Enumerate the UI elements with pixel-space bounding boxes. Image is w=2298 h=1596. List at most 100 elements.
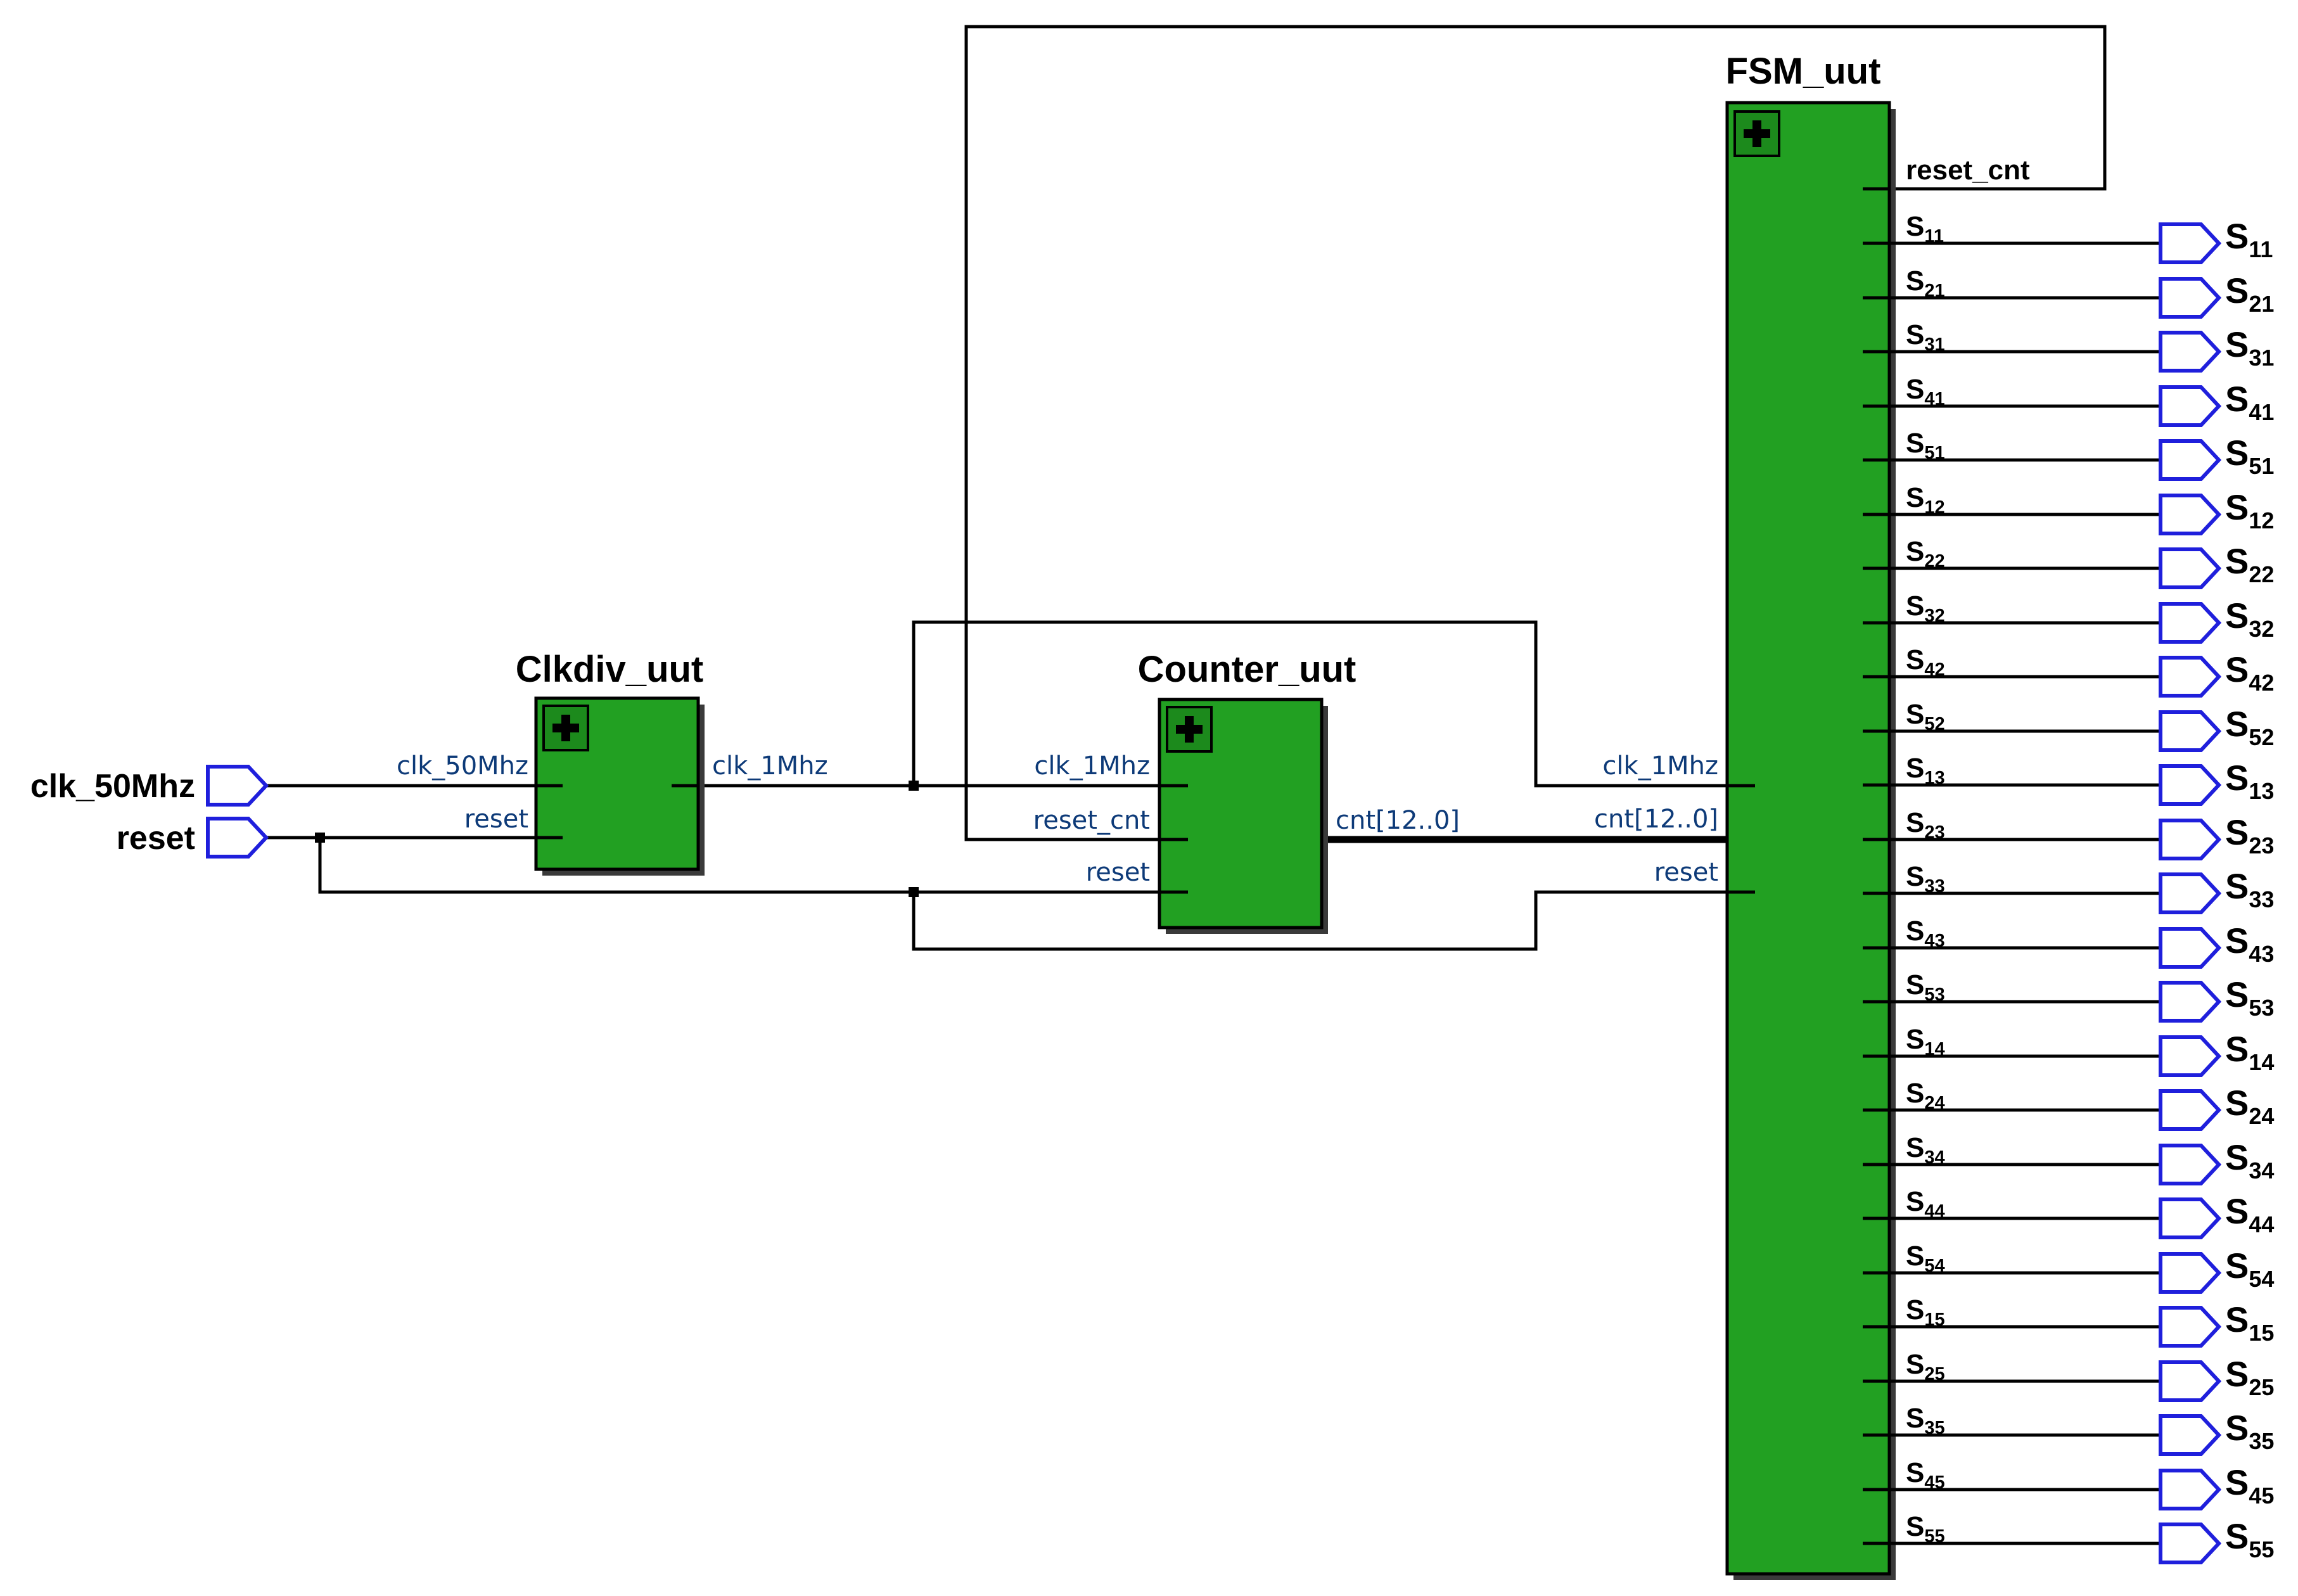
input-pin-icon xyxy=(206,765,269,807)
fsm-output-54: S54 S54 xyxy=(1863,1241,2274,1294)
port-label: clk_1Mhz xyxy=(1034,751,1150,781)
output-pin-label: S15 xyxy=(2225,1299,2274,1346)
block-title: FSM_uut xyxy=(1726,51,1881,92)
output-pin-icon xyxy=(2159,819,2222,860)
fsm-output-24: S24 S24 xyxy=(1863,1078,2274,1131)
block-fsm[interactable]: FSM_uut clk_1Mhz cnt[12..0] reset reset_… xyxy=(1594,51,2030,1580)
output-pin-label: S41 xyxy=(2225,379,2274,425)
output-pin-icon xyxy=(2159,277,2222,319)
junction-reset-counter xyxy=(909,887,919,897)
output-pin-icon xyxy=(2159,1089,2222,1131)
output-pin-icon xyxy=(2159,1144,2222,1185)
output-pin-label: S51 xyxy=(2225,433,2274,479)
port-label: S25 xyxy=(1906,1349,1945,1384)
wire-reset-branch xyxy=(318,838,1188,894)
port-label: S54 xyxy=(1906,1241,1945,1276)
fsm-output-55: S55 S55 xyxy=(1863,1511,2274,1564)
output-pin-icon xyxy=(2159,1469,2222,1510)
junction-reset xyxy=(315,833,325,843)
port-label: clk_1Mhz xyxy=(712,751,828,781)
port-label-reset-cnt: reset_cnt xyxy=(1906,155,2030,186)
wire-reset-fsm xyxy=(912,890,1755,951)
fsm-output-51: S51 S51 xyxy=(1863,428,2274,481)
input-pin-icon xyxy=(206,817,269,859)
port-label: clk_50Mhz xyxy=(397,751,528,781)
port-label: cnt[12..0] xyxy=(1336,806,1460,835)
output-pin-label: S22 xyxy=(2225,541,2274,587)
fsm-output-22: S22 S22 xyxy=(1863,536,2274,589)
port-label: S55 xyxy=(1906,1511,1945,1547)
port-label: reset xyxy=(1086,858,1150,887)
expand-plus-icon[interactable] xyxy=(1733,110,1780,157)
output-pin-icon xyxy=(2159,1360,2222,1402)
fsm-output-45: S45 S45 xyxy=(1863,1457,2274,1510)
wire-clk-1mhz-fsm xyxy=(912,620,1755,788)
output-pin-icon xyxy=(2159,1035,2222,1077)
fsm-output-25: S25 S25 xyxy=(1863,1349,2274,1402)
input-pin-label: reset xyxy=(117,820,195,857)
output-pin-label: S25 xyxy=(2225,1354,2274,1400)
input-pin-clk-50mhz: clk_50Mhz xyxy=(30,765,269,807)
fsm-output-15: S15 S15 xyxy=(1863,1294,2274,1348)
output-pin-label: S32 xyxy=(2225,596,2274,642)
expand-plus-icon[interactable] xyxy=(1166,706,1213,753)
input-pin-reset: reset xyxy=(117,817,269,859)
output-pin-icon xyxy=(2159,222,2222,264)
port-label: S23 xyxy=(1906,807,1945,843)
port-label: S24 xyxy=(1906,1078,1945,1113)
output-pin-label: S52 xyxy=(2225,704,2274,750)
port-label: reset xyxy=(1654,858,1718,887)
port-label: S53 xyxy=(1906,969,1945,1005)
output-pin-label: S13 xyxy=(2225,758,2274,804)
output-pin-label: S54 xyxy=(2225,1246,2274,1292)
output-pin-icon xyxy=(2159,602,2222,644)
port-label: S42 xyxy=(1906,644,1945,680)
wire-reset-cnt-feedback xyxy=(964,25,2107,841)
port-label: S45 xyxy=(1906,1457,1945,1493)
output-pin-icon xyxy=(2159,331,2222,373)
port-label: S21 xyxy=(1906,265,1945,301)
port-label: S11 xyxy=(1906,211,1944,246)
port-label: S52 xyxy=(1906,699,1945,734)
output-pin-label: S55 xyxy=(2225,1516,2274,1562)
port-label: S22 xyxy=(1906,536,1945,571)
output-pin-label: S33 xyxy=(2225,866,2274,912)
output-pin-label: S21 xyxy=(2225,271,2274,317)
output-pin-icon xyxy=(2159,764,2222,806)
output-pin-icon xyxy=(2159,1414,2222,1456)
block-clkdiv[interactable]: Clkdiv_uut clk_50Mhz reset clk_1Mhz xyxy=(397,649,828,876)
fsm-output-21: S21 S21 xyxy=(1863,265,2274,319)
output-pin-label: S14 xyxy=(2225,1029,2274,1075)
port-label: S44 xyxy=(1906,1186,1945,1222)
output-pin-label: S23 xyxy=(2225,812,2274,859)
fsm-output-52: S52 S52 xyxy=(1863,699,2274,752)
block-counter[interactable]: Counter_uut clk_1Mhz reset_cnt reset cnt… xyxy=(1033,649,1460,934)
port-label: S51 xyxy=(1906,428,1945,463)
output-pin-label: S45 xyxy=(2225,1462,2274,1509)
port-label: S15 xyxy=(1906,1294,1945,1330)
output-pin-icon xyxy=(2159,656,2222,698)
expand-plus-icon[interactable] xyxy=(542,705,589,751)
block-title: Clkdiv_uut xyxy=(516,649,704,690)
port-label: S35 xyxy=(1906,1403,1945,1438)
output-pin-icon xyxy=(2159,494,2222,535)
port-label: S31 xyxy=(1906,319,1945,355)
port-label: S34 xyxy=(1906,1132,1945,1168)
output-pin-label: S24 xyxy=(2225,1083,2274,1129)
wires xyxy=(266,25,2107,951)
input-pin-label: clk_50Mhz xyxy=(30,768,195,805)
output-pin-label: S44 xyxy=(2225,1191,2274,1237)
